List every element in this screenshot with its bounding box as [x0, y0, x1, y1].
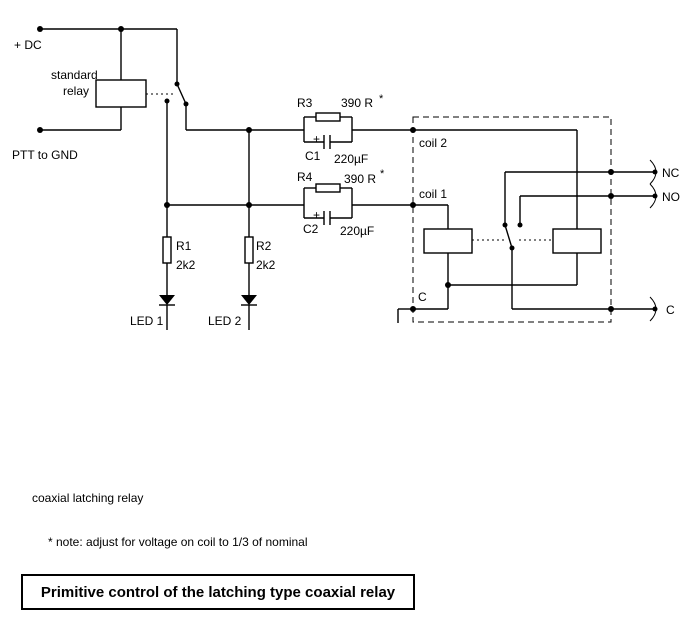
r4-asterisk: *: [380, 168, 385, 180]
r2-value: 2k2: [256, 258, 276, 272]
led2-diode: [241, 295, 257, 305]
standard-relay-label-2: relay: [63, 84, 89, 98]
resistor-r4: [315, 183, 341, 193]
resistor-r1: [162, 236, 172, 264]
led2-label: LED 2: [208, 314, 242, 328]
c2-value: 220µF: [340, 224, 374, 238]
r1-label: R1: [176, 239, 192, 253]
coaxial-relay-outline: [412, 116, 612, 323]
resistor-r3: [315, 112, 341, 122]
c2-plus: +: [313, 208, 320, 222]
led1-diode: [159, 295, 175, 305]
diagram-title: Primitive control of the latching type c…: [21, 574, 415, 610]
c1-label: C1: [305, 149, 321, 163]
c1-value: 220µF: [334, 152, 368, 166]
r3-value: 390 R: [341, 96, 373, 110]
plus-dc-label: + DC: [14, 38, 42, 52]
r2-label: R2: [256, 239, 272, 253]
resistor-r2: [244, 236, 254, 264]
c-out-label: C: [666, 303, 675, 317]
standard-relay-coil: [95, 79, 147, 108]
r3-label: R3: [297, 96, 313, 110]
coil-2-box: [552, 228, 602, 254]
ptt-label: PTT to GND: [12, 148, 78, 162]
coil2-label: coil 2: [419, 136, 447, 150]
coax-switch-blade: [504, 224, 513, 249]
relay-type-caption: coaxial latching relay: [32, 491, 144, 505]
c1-plus: +: [313, 132, 320, 146]
r3-asterisk: *: [379, 93, 384, 105]
nc-label: NC: [662, 166, 680, 180]
r4-label: R4: [297, 170, 313, 184]
relay-switch-blade: [176, 83, 187, 105]
c2-label: C2: [303, 222, 319, 236]
led1-label: LED 1: [130, 314, 164, 328]
standard-relay-label: standard: [51, 68, 98, 82]
r4-value: 390 R: [344, 172, 376, 186]
no-label: NO: [662, 190, 680, 204]
r1-value: 2k2: [176, 258, 196, 272]
coil1-label: coil 1: [419, 187, 447, 201]
coil-1-box: [423, 228, 473, 254]
coil-common-label: C: [418, 290, 427, 304]
note-caption: * note: adjust for voltage on coil to 1/…: [48, 535, 308, 549]
ptt-terminal: [37, 127, 43, 133]
